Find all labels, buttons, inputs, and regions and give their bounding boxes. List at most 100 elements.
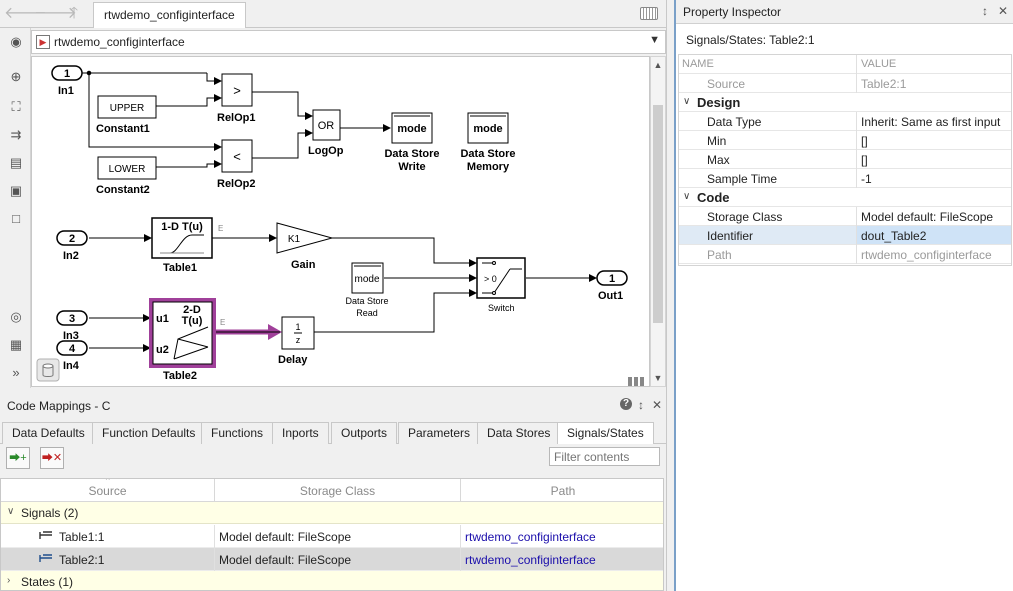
in1-number: 1 bbox=[64, 68, 70, 80]
property-inspector-header: Property Inspector ↕ ✕ bbox=[676, 0, 1013, 24]
property-row-storage-class[interactable]: Storage Class Model default: FileScope bbox=[679, 207, 1011, 226]
sort-caret-icon[interactable]: ⌃ bbox=[104, 478, 112, 486]
scroll-up-icon[interactable]: ▲ bbox=[653, 60, 663, 70]
canvas-vertical-scrollbar[interactable]: ▲ ▼ bbox=[650, 56, 666, 387]
collapse-caret-icon[interactable]: ∨ bbox=[7, 506, 15, 517]
scroll-down-icon[interactable]: ▼ bbox=[653, 373, 663, 383]
column-path[interactable]: Path bbox=[550, 484, 576, 498]
chevron-down-icon[interactable]: ▼ bbox=[649, 34, 660, 46]
group-states[interactable]: › States (1) bbox=[1, 571, 663, 590]
image-icon[interactable]: ▣ bbox=[9, 183, 23, 198]
data-store-memory-block[interactable]: mode Data Store Memory bbox=[460, 112, 516, 173]
outport-out1[interactable]: 1 Out1 bbox=[596, 270, 628, 302]
inport-in1[interactable]: 1 In1 bbox=[51, 65, 83, 97]
collapse-caret-icon[interactable]: ∨ bbox=[683, 191, 691, 202]
panel-splitter[interactable] bbox=[666, 0, 674, 591]
property-inspector-icon[interactable]: ▦ bbox=[9, 337, 23, 352]
scrollbar-thumb[interactable] bbox=[653, 105, 663, 323]
data-store-write-block[interactable]: mode Data Store Write bbox=[384, 112, 440, 173]
annotation-icon[interactable]: ▤ bbox=[9, 155, 23, 170]
pin-icon[interactable]: ↕ bbox=[982, 4, 988, 18]
gain-block[interactable]: K1 Gain bbox=[276, 222, 334, 271]
forward-arrow-icon[interactable]: 🡒 bbox=[34, 5, 77, 22]
table1-block[interactable]: 1-D T(u) Table1 E bbox=[151, 217, 223, 274]
property-value[interactable]: [] bbox=[861, 134, 868, 148]
tab-data-defaults[interactable]: Data Defaults bbox=[2, 422, 95, 444]
zoom-in-icon[interactable]: ⊕ bbox=[10, 69, 22, 84]
relop1-label: RelOp1 bbox=[217, 112, 256, 124]
model-browser-icon[interactable] bbox=[36, 358, 60, 382]
model-tab[interactable]: rtwdemo_configinterface bbox=[93, 2, 246, 28]
relop2-symbol: < bbox=[233, 149, 241, 164]
property-value[interactable]: Model default: FileScope bbox=[861, 210, 994, 224]
tab-data-stores[interactable]: Data Stores bbox=[477, 422, 561, 444]
expand-caret-icon[interactable]: › bbox=[7, 575, 11, 586]
property-value[interactable]: -1 bbox=[861, 172, 872, 186]
tab-function-defaults[interactable]: Function Defaults bbox=[92, 422, 206, 444]
expand-toolbar-icon[interactable]: » bbox=[12, 365, 20, 380]
close-icon[interactable]: ✕ bbox=[998, 4, 1009, 18]
table-row[interactable]: Table1:1 Model default: FileScope rtwdem… bbox=[1, 525, 663, 548]
inport-in4[interactable]: 4 In4 bbox=[56, 340, 88, 372]
up-arrow-icon[interactable]: 🡑 bbox=[69, 5, 79, 22]
hide-explorer-icon[interactable]: ◉ bbox=[10, 34, 22, 49]
row-storage-class[interactable]: Model default: FileScope bbox=[219, 530, 352, 544]
tab-inports[interactable]: Inports bbox=[272, 422, 329, 444]
row-storage-class[interactable]: Model default: FileScope bbox=[219, 553, 352, 567]
constant1-block[interactable]: UPPER Constant1 bbox=[96, 95, 157, 135]
area-icon[interactable]: □ bbox=[12, 211, 20, 226]
property-row-identifier[interactable]: Identifier dout_Table2 bbox=[679, 226, 1011, 245]
property-value[interactable]: Inherit: Same as first input bbox=[861, 115, 1001, 129]
switch-block[interactable]: > 0 Switch bbox=[476, 257, 526, 313]
in4-number: 4 bbox=[69, 343, 76, 355]
close-icon[interactable]: ✕ bbox=[652, 398, 663, 412]
column-storage-class[interactable]: Storage Class bbox=[299, 484, 376, 498]
property-row-max[interactable]: Max [] bbox=[679, 150, 1011, 169]
relop2-block[interactable]: < RelOp2 bbox=[217, 139, 256, 190]
identifier-value[interactable]: dout_Table2 bbox=[861, 229, 927, 243]
fit-to-view-icon[interactable]: ⛶ bbox=[11, 99, 21, 114]
in3-number: 3 bbox=[69, 313, 75, 325]
route-lines-icon[interactable]: ⇉ bbox=[10, 127, 22, 142]
property-value[interactable]: [] bbox=[861, 153, 868, 167]
property-row-data-type[interactable]: Data Type Inherit: Same as first input bbox=[679, 112, 1011, 131]
data-store-read-block[interactable]: mode Data Store Read bbox=[345, 262, 389, 318]
inport-in3[interactable]: 3 In3 bbox=[56, 310, 88, 342]
model-canvas[interactable]: 1 In1 2 In2 3 In3 4 In4 1 Out1 UPPER Con… bbox=[31, 56, 650, 387]
screenshot-icon[interactable]: ◎ bbox=[10, 309, 22, 324]
overview-icon[interactable] bbox=[628, 377, 644, 386]
tab-outports[interactable]: Outports bbox=[331, 422, 398, 444]
row-path-link[interactable]: rtwdemo_configinterface bbox=[465, 553, 596, 567]
gain-label: Gain bbox=[291, 259, 316, 271]
filter-input[interactable] bbox=[549, 447, 660, 466]
tab-functions[interactable]: Functions bbox=[201, 422, 274, 444]
property-row-sample-time[interactable]: Sample Time -1 bbox=[679, 169, 1011, 188]
group-states-label: States (1) bbox=[21, 575, 74, 589]
tab-parameters[interactable]: Parameters bbox=[398, 422, 481, 444]
back-arrow-icon[interactable]: 🡐 bbox=[4, 5, 47, 22]
add-signal-icon[interactable]: ⮕+ bbox=[6, 447, 30, 469]
tab-signals-states[interactable]: Signals/States bbox=[557, 422, 654, 445]
property-row-min[interactable]: Min [] bbox=[679, 131, 1011, 150]
table2-block[interactable]: 2-D T(u) u1 u2 Table2 E bbox=[149, 298, 225, 382]
table-row-selected[interactable]: Table2:1 Model default: FileScope rtwdem… bbox=[1, 548, 663, 571]
remove-signal-icon[interactable]: ⮕✕ bbox=[40, 447, 64, 469]
category-code[interactable]: ∨ Code bbox=[679, 188, 1011, 207]
help-icon[interactable]: ? bbox=[620, 398, 632, 410]
signal-line-icon bbox=[39, 531, 52, 539]
category-design[interactable]: ∨ Design bbox=[679, 93, 1011, 112]
pin-icon[interactable]: ↕ bbox=[638, 398, 644, 412]
top-navigation-bar: 🡐 🡒 🡑 rtwdemo_configinterface bbox=[0, 0, 666, 28]
column-source[interactable]: Source bbox=[88, 484, 127, 498]
delay-block[interactable]: 1 z Delay bbox=[278, 316, 315, 366]
out1-number: 1 bbox=[609, 273, 615, 285]
breadcrumb[interactable]: ▶ rtwdemo_configinterface ▼ bbox=[31, 30, 666, 54]
collapse-caret-icon[interactable]: ∨ bbox=[683, 96, 691, 107]
keyboard-icon[interactable] bbox=[640, 7, 658, 20]
inport-in2[interactable]: 2 In2 bbox=[56, 230, 88, 262]
constant2-block[interactable]: LOWER Constant2 bbox=[96, 156, 157, 196]
row-path-link[interactable]: rtwdemo_configinterface bbox=[465, 530, 596, 544]
relop1-block[interactable]: > RelOp1 bbox=[217, 73, 256, 124]
group-signals[interactable]: ∨ Signals (2) bbox=[1, 502, 663, 524]
logop-block[interactable]: OR LogOp bbox=[308, 109, 344, 157]
